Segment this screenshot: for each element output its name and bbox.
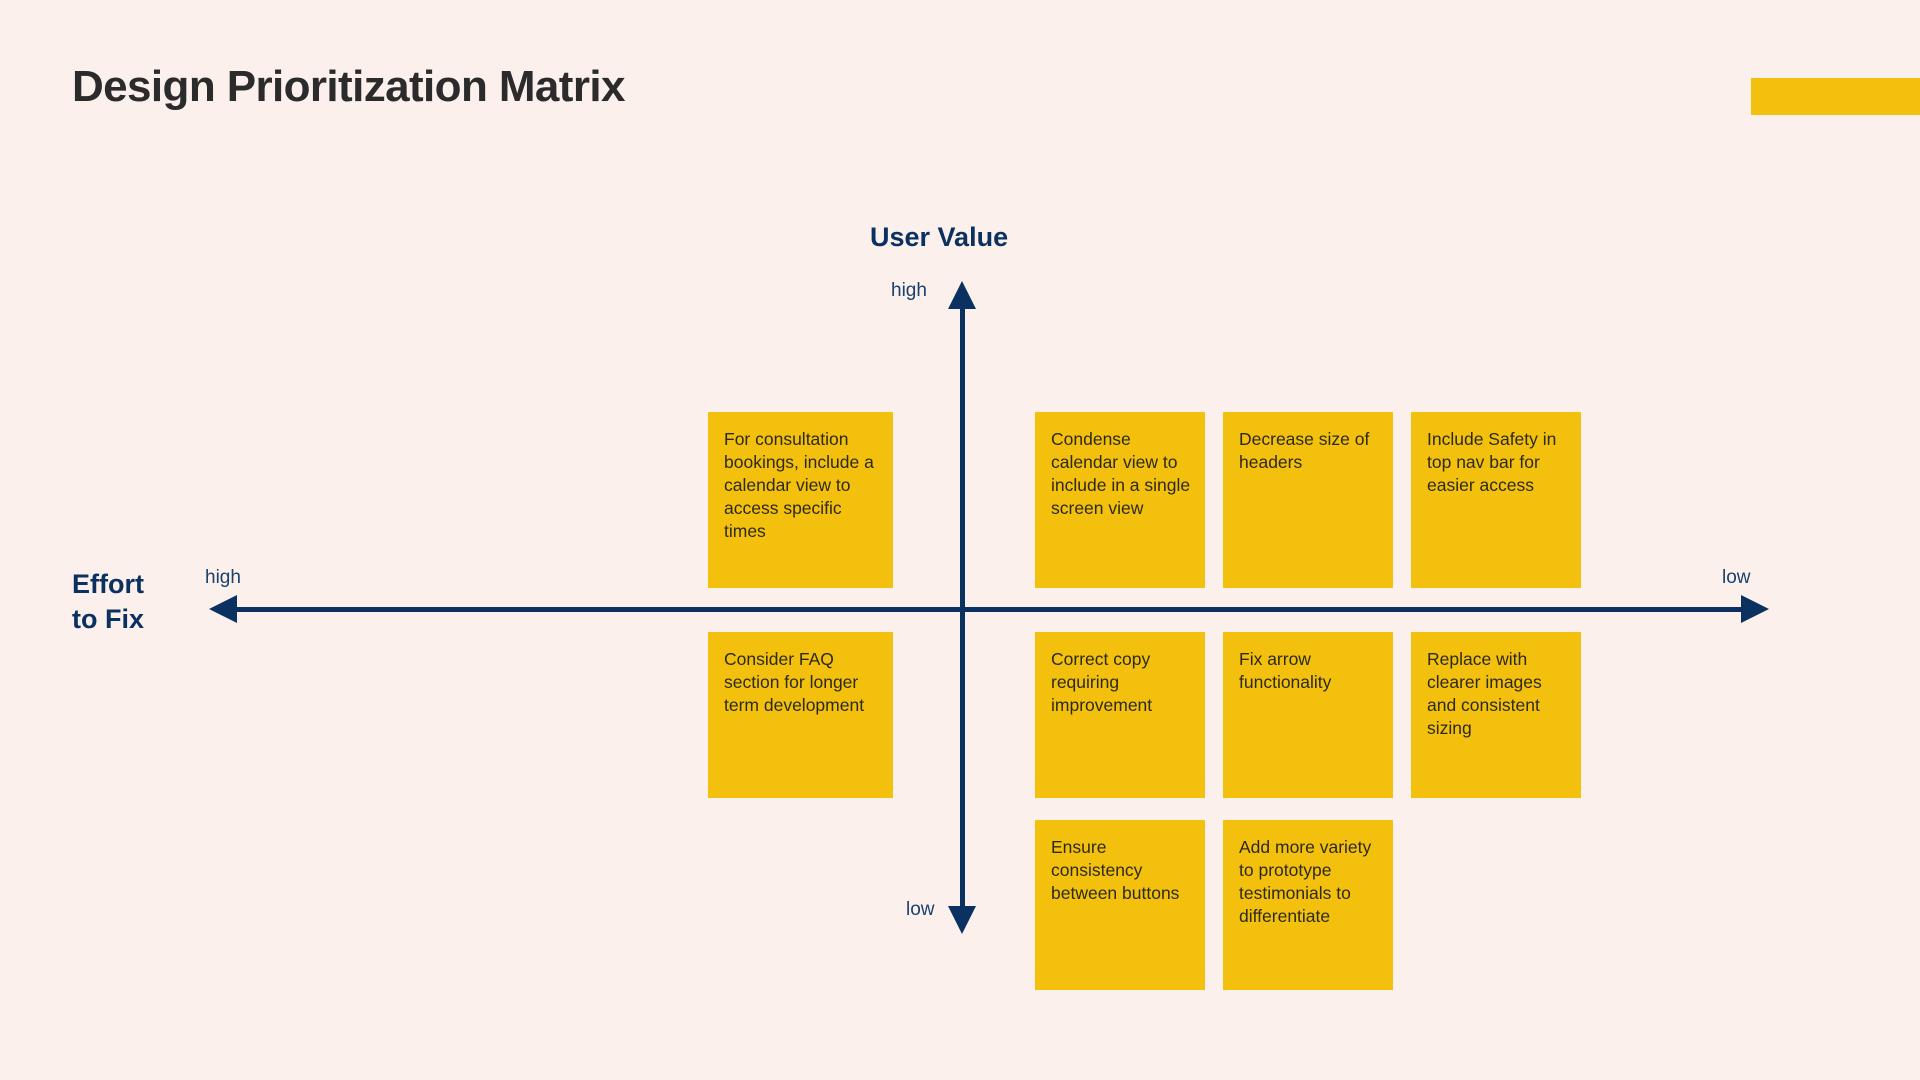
arrow-left-icon: [209, 595, 237, 623]
x-axis-title: Effort to Fix: [72, 567, 242, 636]
accent-bar: [1751, 78, 1920, 115]
x-axis-high-label: high: [205, 567, 241, 588]
y-axis-title: User Value: [870, 222, 1009, 252]
arrow-down-icon: [948, 906, 976, 934]
sticky-note[interactable]: Consider FAQ section for longer term dev…: [708, 632, 893, 798]
sticky-note[interactable]: Replace with clearer images and consiste…: [1411, 632, 1581, 798]
page-title: Design Prioritization Matrix: [72, 62, 625, 111]
horizontal-axis-line: [215, 607, 1750, 612]
y-axis-high-label: high: [891, 280, 927, 301]
sticky-note[interactable]: Add more variety to prototype testimonia…: [1223, 820, 1393, 990]
y-axis-low-label: low: [906, 899, 935, 920]
sticky-note[interactable]: Decrease size of headers: [1223, 412, 1393, 588]
sticky-note[interactable]: Ensure consistency between buttons: [1035, 820, 1205, 990]
sticky-note[interactable]: Condense calendar view to include in a s…: [1035, 412, 1205, 588]
x-axis-title-line-2: to Fix: [72, 603, 144, 634]
sticky-note[interactable]: Include Safety in top nav bar for easier…: [1411, 412, 1581, 588]
arrow-up-icon: [948, 281, 976, 309]
x-axis-title-line-1: Effort: [72, 569, 144, 599]
sticky-note[interactable]: For consultation bookings, include a cal…: [708, 412, 893, 588]
sticky-note[interactable]: Fix arrow functionality: [1223, 632, 1393, 798]
x-axis-low-label: low: [1722, 567, 1751, 588]
sticky-note[interactable]: Correct copy requiring improvement: [1035, 632, 1205, 798]
arrow-right-icon: [1741, 595, 1769, 623]
